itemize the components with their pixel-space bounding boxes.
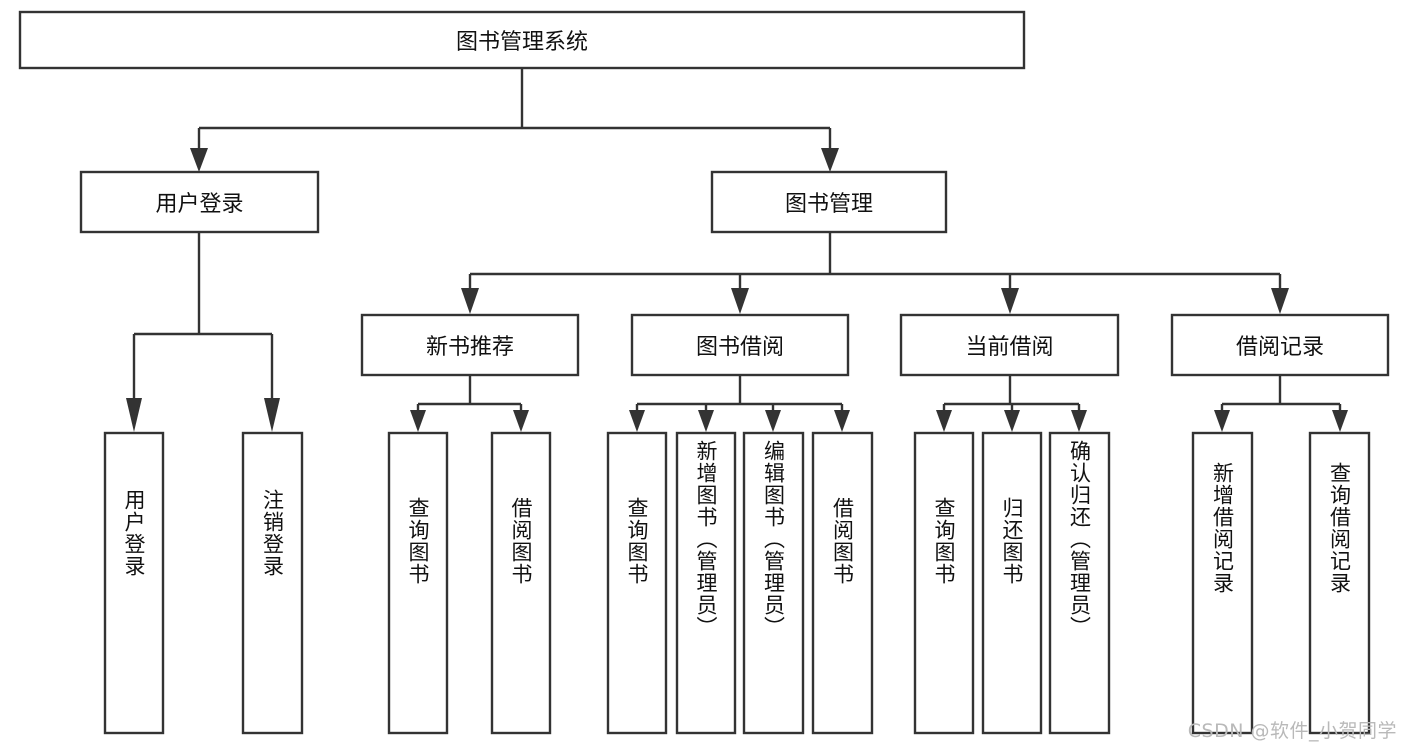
arrowhead-bw-2 — [698, 410, 714, 432]
node-box-borrow-records[interactable] — [1170, 313, 1390, 377]
node-box-book-management[interactable] — [710, 170, 948, 234]
arrowhead-new-book — [461, 288, 479, 314]
arrowhead-borrow — [731, 288, 749, 314]
arrowhead-records — [1271, 288, 1289, 314]
node-box-leaf-query-book-bw[interactable] — [606, 431, 668, 735]
node-box-book-borrow[interactable] — [630, 313, 850, 377]
node-box-leaf-user-login[interactable] — [103, 431, 165, 735]
node-box-leaf-confirm-return-admin[interactable] — [1048, 431, 1111, 735]
arrowhead-user-login — [190, 148, 208, 172]
node-box-new-book-recommend[interactable] — [360, 313, 580, 377]
node-box-leaf-query-book-cu[interactable] — [913, 431, 975, 735]
arrowhead-bw-3 — [765, 410, 781, 432]
arrowhead-leaf-logout — [264, 398, 280, 432]
arrowhead-cu-2 — [1004, 410, 1020, 432]
arrowhead-bw-4 — [834, 410, 850, 432]
node-box-leaf-add-book-admin[interactable] — [675, 431, 737, 735]
node-box-leaf-edit-book-admin[interactable] — [742, 431, 805, 735]
node-box-leaf-logout[interactable] — [241, 431, 304, 735]
node-box-current-borrow[interactable] — [899, 313, 1120, 377]
arrowhead-cu-3 — [1071, 410, 1087, 432]
arrowhead-bw-1 — [629, 410, 645, 432]
arrowhead-book-mgmt — [821, 148, 839, 172]
node-box-leaf-query-record[interactable] — [1308, 431, 1371, 735]
arrowhead-rc-1 — [1214, 410, 1230, 432]
arrowhead-nb-2 — [513, 410, 529, 432]
connector-group-root-to-level2 — [190, 68, 839, 172]
connector-group-new-book-children — [410, 375, 529, 432]
arrowhead-current — [1001, 288, 1019, 314]
node-box-leaf-query-book-nb[interactable] — [387, 431, 449, 735]
connector-group-user-login-children — [126, 232, 280, 432]
node-box-root[interactable] — [18, 10, 1026, 70]
connector-group-current-children — [936, 375, 1087, 432]
node-box-leaf-add-record[interactable] — [1191, 431, 1254, 735]
node-box-leaf-borrow-book-nb[interactable] — [490, 431, 552, 735]
arrowhead-nb-1 — [410, 410, 426, 432]
node-box-user-login[interactable] — [79, 170, 320, 234]
connector-group-book-mgmt-children — [461, 232, 1289, 314]
arrowhead-rc-2 — [1332, 410, 1348, 432]
arrowhead-leaf-user-login — [126, 398, 142, 432]
connector-group-records-children — [1214, 375, 1348, 432]
arrowhead-cu-1 — [936, 410, 952, 432]
node-box-leaf-borrow-book-bw[interactable] — [811, 431, 874, 735]
connector-group-borrow-children — [629, 375, 850, 432]
node-box-leaf-return-book[interactable] — [981, 431, 1043, 735]
